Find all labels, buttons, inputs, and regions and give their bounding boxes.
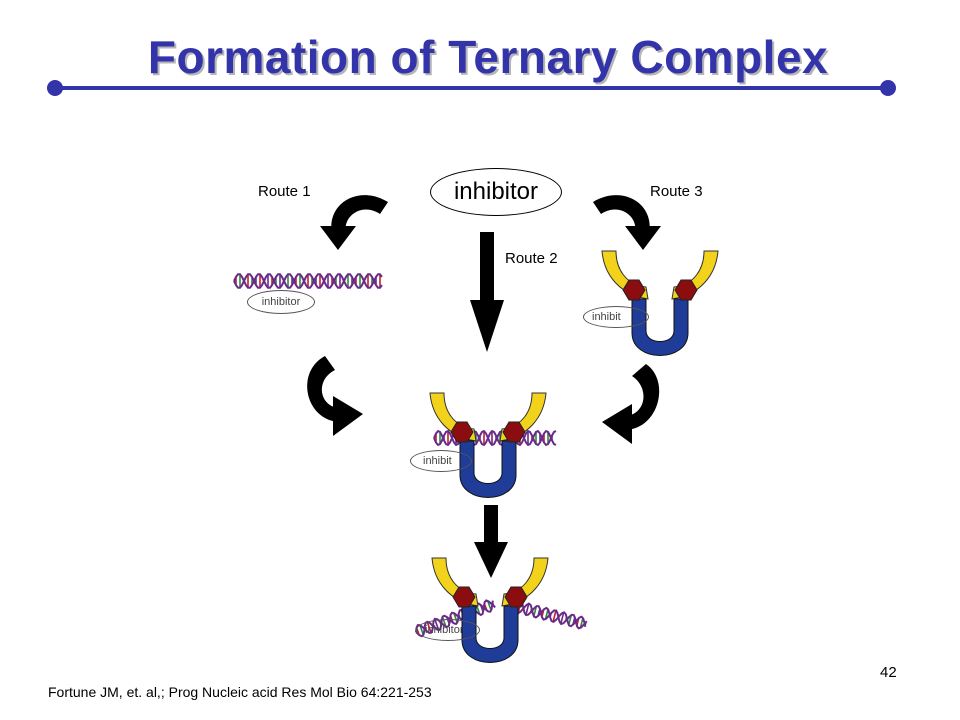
main-inhibitor-label: inhibitor [430,168,562,216]
inhibitor-label-center: inhibit [410,450,472,472]
right-lower-curved-arrow [602,364,660,444]
title-underline [47,80,896,96]
route3-label: Route 3 [650,183,703,200]
route2-down-arrow [470,232,504,352]
route2-label: Route 2 [505,250,558,267]
route1-curved-arrow [320,195,388,250]
enzyme-route3 [601,250,719,356]
inhibitor-label-bottom: inhibitor [416,619,480,641]
citation: Fortune JM, et. al,; Prog Nucleic acid R… [48,684,432,700]
left-lower-curved-arrow [307,356,363,436]
dna-route1 [233,273,383,289]
inhibitor-label-route3: inhibit [583,306,649,328]
route3-curved-arrow [593,195,661,250]
route1-label: Route 1 [258,183,311,200]
slide-title: Formation of Ternary Complex [147,31,829,83]
inhibitor-label-route1: inhibitor [247,290,315,314]
down-arrow-lower [474,505,508,578]
page-number: 42 [880,664,897,681]
